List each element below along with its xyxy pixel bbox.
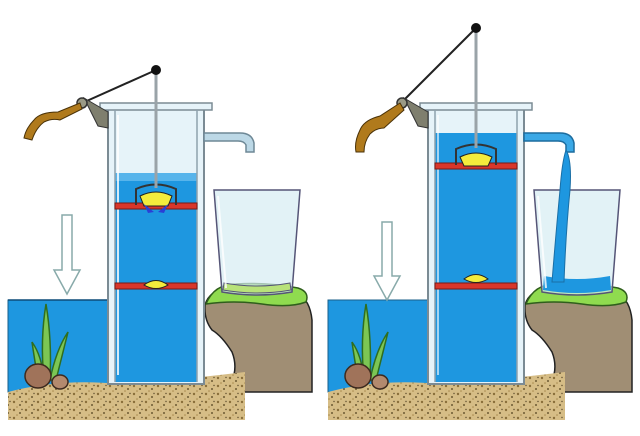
rock-icon xyxy=(24,363,69,390)
water-stream xyxy=(551,148,571,283)
rock-icon xyxy=(344,363,389,390)
glass-icon xyxy=(213,189,301,296)
handle-grip xyxy=(355,102,405,153)
glass-icon xyxy=(533,189,621,296)
grass-icon xyxy=(31,303,69,381)
panel-right xyxy=(327,23,633,420)
panel-left xyxy=(7,65,313,420)
down-arrow-icon xyxy=(372,221,402,302)
outlet-spout xyxy=(203,132,255,153)
down-arrow-icon xyxy=(52,214,82,296)
foot-valve xyxy=(434,274,518,290)
outlet-spout xyxy=(523,132,575,153)
handle-grip xyxy=(23,102,83,141)
lever-icon xyxy=(355,23,481,153)
foot-valve xyxy=(114,280,198,290)
piston-valve xyxy=(434,143,518,170)
lever-icon xyxy=(23,65,161,141)
